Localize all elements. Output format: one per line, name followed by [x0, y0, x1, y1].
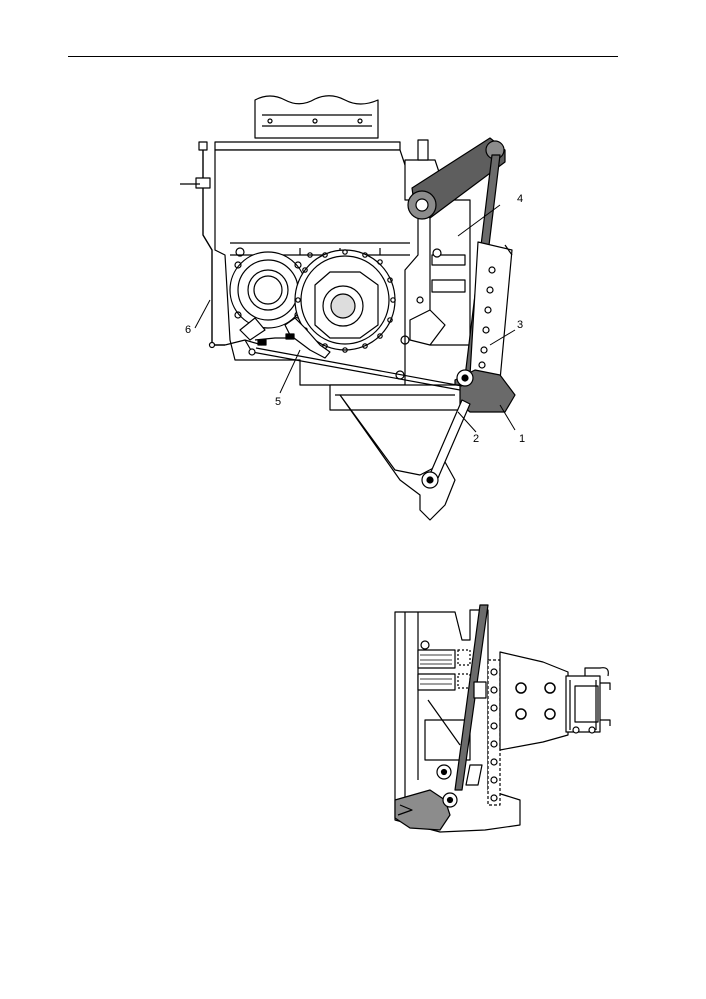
callout-6: 6 — [185, 324, 191, 336]
callout-3: 3 — [517, 319, 523, 331]
leader-lines — [194, 204, 516, 433]
left-flange — [229, 247, 307, 329]
upper-housing — [214, 95, 401, 151]
bracket-3 — [469, 241, 513, 381]
control-rods-5 — [224, 317, 463, 391]
cable-6 — [180, 141, 225, 349]
lower-frame — [329, 384, 461, 521]
right-flange — [294, 249, 396, 353]
callout-5: 5 — [275, 396, 281, 408]
header-rule — [68, 56, 618, 57]
callout-2: 2 — [473, 433, 479, 445]
lower-link-2 — [421, 399, 471, 489]
bottom-figure — [394, 604, 611, 833]
callout-4: 4 — [517, 193, 523, 205]
callout-1: 1 — [519, 433, 525, 445]
lift-arm — [407, 137, 506, 220]
top-figure — [180, 95, 516, 521]
